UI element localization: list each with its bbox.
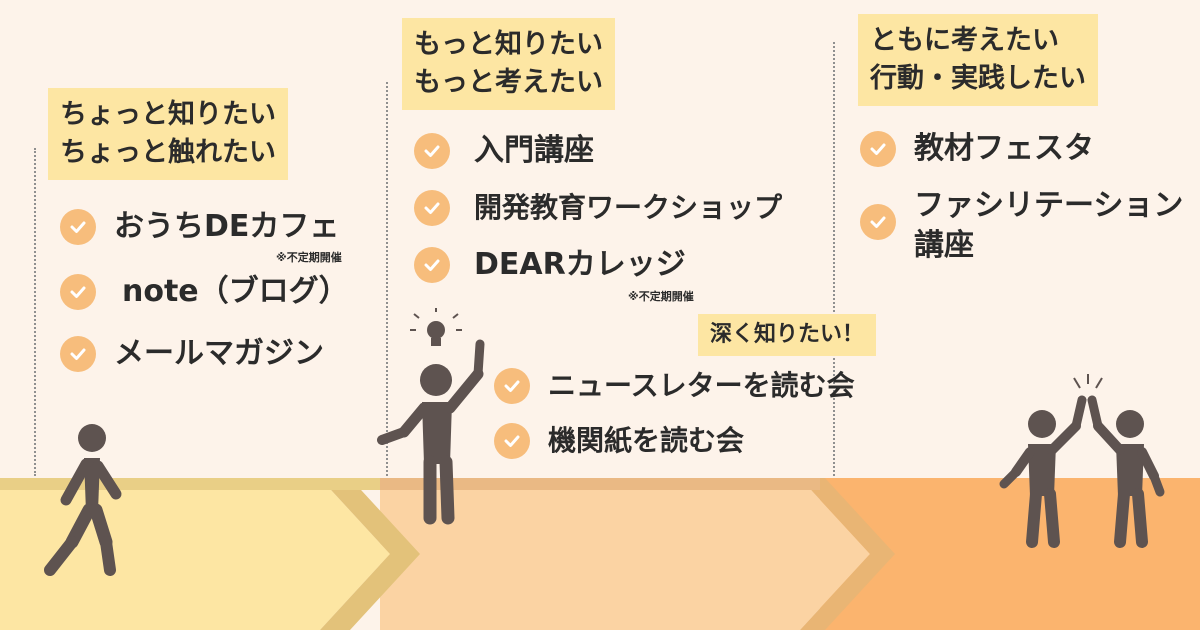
- stage-3-heading: ともに考えたい 行動・実践したい: [858, 14, 1098, 106]
- band-stage-3: [820, 478, 1200, 630]
- stage-2-item-1[interactable]: 入門講座: [414, 132, 594, 170]
- stage-1-heading-line-2: ちょっと触れたい: [60, 137, 276, 168]
- stage-2-subitem-2-label: 機関紙を読む会: [548, 424, 745, 457]
- stage-2-subitem-2[interactable]: 機関紙を読む会: [494, 422, 744, 460]
- divider-1: [34, 148, 36, 476]
- stage-1-item-2[interactable]: note（ブログ）: [60, 273, 349, 311]
- check-icon: [860, 131, 896, 167]
- stage-1-heading: ちょっと知りたい ちょっと触れたい: [48, 88, 288, 180]
- divider-2: [386, 82, 388, 476]
- check-icon: [414, 247, 450, 283]
- stage-1-item-1-note: ※不定期開催: [276, 251, 342, 264]
- stage-2-subitem-1-label: ニュースレターを読む会: [548, 369, 855, 402]
- stage-2-subheading: 深く知りたい！: [698, 314, 877, 356]
- lightbulb-icon: [410, 308, 462, 346]
- check-icon: [60, 209, 96, 245]
- check-icon: [414, 133, 450, 169]
- stage-2-subheading-text: 深く知りたい！: [710, 322, 865, 347]
- band-stage-1-edge: [320, 478, 420, 630]
- stage-2-item-1-label: 入門講座: [474, 133, 594, 168]
- person-with-idea-icon: [377, 308, 485, 525]
- stage-3-heading-line-1: ともに考えたい: [870, 25, 1059, 56]
- stage-1-item-1[interactable]: おうちDEカフェ: [60, 208, 339, 246]
- stage-1-heading-line-1: ちょっと知りたい: [60, 99, 276, 130]
- check-icon: [414, 190, 450, 226]
- walking-person-icon: [44, 424, 122, 576]
- stage-2-item-3-note: ※不定期開催: [628, 290, 694, 303]
- stage-2-item-3-label: DEARカレッジ: [474, 247, 686, 282]
- stage-3-item-1[interactable]: 教材フェスタ: [860, 130, 1094, 168]
- stage-3-item-2[interactable]: ファシリテーション講座: [860, 186, 1184, 266]
- stage-3-item-2-label: ファシリテーション講座: [914, 188, 1184, 263]
- stage-2-heading-line-2: もっと考えたい: [414, 67, 603, 98]
- check-icon: [860, 204, 896, 240]
- stage-1-item-3-label: メールマガジン: [114, 336, 324, 371]
- stage-1-item-2-label: note（ブログ）: [122, 274, 349, 309]
- stage-1-item-1-label: おうちDEカフェ: [114, 209, 340, 244]
- band-top-strip-2: [380, 478, 820, 490]
- band-stage-2: [380, 478, 870, 630]
- stage-3-item-1-label: 教材フェスタ: [914, 131, 1094, 166]
- band-stage-2-edge: [800, 478, 895, 630]
- stage-3-heading-line-2: 行動・実践したい: [870, 63, 1086, 94]
- divider-3: [833, 42, 835, 476]
- stage-2-heading-line-1: もっと知りたい: [414, 29, 603, 60]
- stage-1-item-3[interactable]: メールマガジン: [60, 335, 324, 373]
- check-icon: [494, 423, 530, 459]
- stage-2-subitem-1[interactable]: ニュースレターを読む会: [494, 367, 855, 405]
- stage-2-heading: もっと知りたい もっと考えたい: [402, 18, 615, 110]
- check-icon: [60, 336, 96, 372]
- high-five-icon: [999, 374, 1165, 548]
- stage-2-item-3[interactable]: DEARカレッジ: [414, 246, 686, 284]
- stage-2-item-2[interactable]: 開発教育ワークショップ: [414, 189, 782, 227]
- check-icon: [60, 274, 96, 310]
- stage-2-item-2-label: 開発教育ワークショップ: [474, 191, 783, 224]
- check-icon: [494, 368, 530, 404]
